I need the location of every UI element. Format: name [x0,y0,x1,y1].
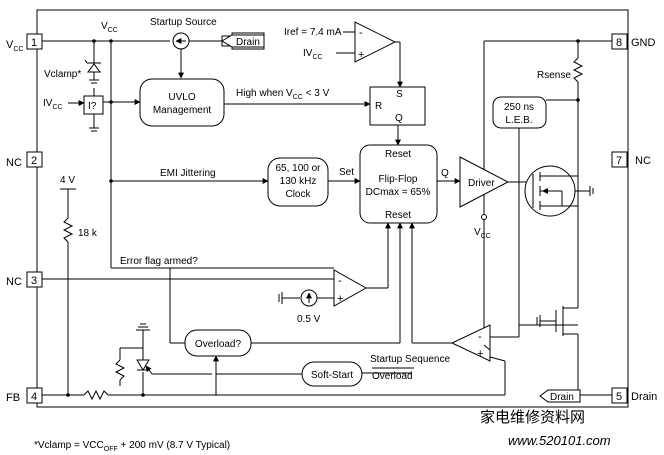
startup-sequence-label: Startup Sequence [370,354,450,365]
svg-text:Drain: Drain [550,392,574,403]
question-box-label: I? [88,101,97,112]
ref-05v-label: 0.5 V [297,314,321,325]
svg-text:Q: Q [395,113,403,124]
pin-7: 7 NC [611,151,651,168]
soft-start: Soft-Start Startup Sequence Overload [213,354,450,387]
pin-2-name: NC [6,157,22,169]
vclamp-zener: Vclamp* [44,41,101,84]
emi-label: EMI Jittering [160,168,216,179]
svg-text:Clock: Clock [285,189,311,200]
watermark-url: www.520101.com [508,433,611,448]
startup-source-label: Startup Source [150,17,217,28]
overload-bar-label: Overload [372,371,413,382]
ic-outline [36,9,629,408]
vcc-driver-label: VCC [474,227,491,240]
overload-detector: Overload? [169,222,403,357]
svg-text:Management: Management [153,105,212,116]
q-out-label: Q [441,168,449,179]
svg-text:250 ns: 250 ns [504,102,534,113]
pin-1-name: V [6,39,14,51]
vcc-top-label: VCC [101,21,118,34]
pin-3-name: NC [6,276,22,288]
pin-2-number: 2 [31,155,37,167]
rsense-label: Rsense [537,70,571,81]
svg-text:UVLO: UVLO [168,92,195,103]
pin-7-number: 7 [616,155,622,167]
current-comparator: - + [409,222,520,362]
pin-5: 5 Drain [611,387,657,404]
sense-mosfet [519,290,612,396]
four-volt-label: 4 V [60,175,75,186]
pin-3: NC 3 [6,271,43,288]
pin-8-number: 8 [616,37,622,49]
flip-flop: Reset Flip-Flop DCmax = 65% Reset Q [359,144,461,224]
svg-text:VCC: VCC [6,39,23,53]
svg-text:+: + [337,293,343,305]
svg-text:Soft-Start: Soft-Start [311,370,353,381]
ivcc-left-label: IVCC [43,98,63,111]
pin-1-number: 1 [31,37,37,49]
ivcc-sink: IVCC I? [43,41,122,268]
svg-text:Reset: Reset [385,210,411,221]
svg-text:S: S [396,89,403,100]
svg-text:-: - [338,275,342,287]
pin-3-number: 3 [31,275,37,287]
svg-text:-: - [359,27,363,39]
pin-8: 8 GND [611,33,656,50]
watermark-cn: 家电维修资料网 [480,409,585,426]
power-mosfet [524,165,594,290]
svg-text:DCmax = 65%: DCmax = 65% [366,187,431,198]
svg-text:Reset: Reset [385,149,411,160]
uvlo-management: UVLO Management High when VCC < 3 V [122,78,371,127]
footnote: *Vclamp = VCCOFF + 200 mV (8.7 V Typical… [34,440,230,453]
svg-text:Driver: Driver [468,178,495,189]
r18k-label: 18 k [78,228,98,239]
vclamp-label: Vclamp* [44,69,81,80]
drain-tag-top-label: Drain [236,37,260,48]
ivcc-top-label: IVCC [303,48,323,61]
drain-tag-bottom: Drain [539,389,581,403]
svg-text:L.E.B.: L.E.B. [505,115,532,126]
pin-4-number: 4 [31,391,37,403]
fb-network [42,323,506,401]
iref-comparator: Iref = 7.4 mA IVCC - + [284,21,403,88]
set-label: Set [339,167,354,178]
pin-2: NC 2 [6,151,43,169]
pin-5-name: Drain [631,391,657,403]
svg-text:+: + [477,348,483,360]
svg-text:Flip-Flop: Flip-Flop [379,174,418,185]
pin-8-name: GND [631,37,656,49]
svg-text:-: - [478,331,482,343]
iref-label: Iref = 7.4 mA [284,27,342,38]
fb-pullup: 4 V 18 k [60,175,98,397]
svg-text:+: + [358,49,364,61]
pin-4: FB 4 [6,387,43,404]
pin-5-number: 5 [616,391,622,403]
leb-block: 250 ns L.E.B. [492,96,547,325]
rs-latch: S R Q [369,86,426,146]
clock-block: EMI Jittering 65, 100 or 130 kHz Clock S… [111,157,361,207]
high-when-label: High when VCC < 3 V [236,88,330,101]
driver: Driver VCC [459,156,533,347]
svg-text:130 kHz: 130 kHz [280,176,317,187]
pin-4-name: FB [6,392,20,404]
svg-text:R: R [375,101,382,112]
svg-text:65, 100 or: 65, 100 or [275,163,321,174]
startup-source: Startup Source Drain [150,17,265,79]
error-flag-label: Error flag armed? [120,256,198,267]
error-comparator: Error flag armed? - + 0.5 V [42,222,391,325]
pin-7-name: NC [635,155,651,167]
svg-text:Overload?: Overload? [195,339,242,350]
